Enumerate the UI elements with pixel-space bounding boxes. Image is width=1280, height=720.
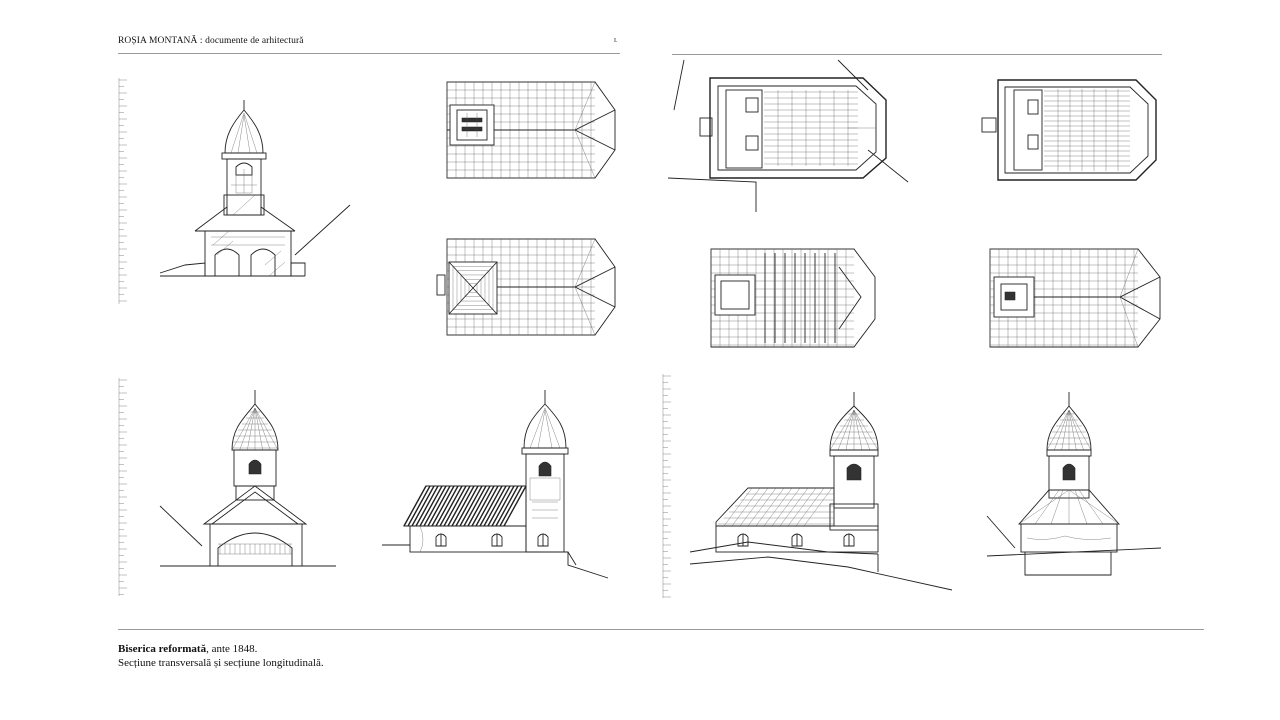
scale-bar-bottom-right [662,374,671,598]
transverse-elevation-drawing [159,390,336,567]
caption-description: Secțiune transversală și secțiune longit… [118,657,324,669]
roof-plan-drawing-3 [989,248,1161,348]
header-rule-left [118,53,620,54]
figure-caption: Biserica reformată, ante 1848. Secțiune … [118,642,324,670]
transverse-elevation-drawing-2 [986,392,1162,576]
caption-building-name: Biserica reformată [118,643,207,655]
roof-plan-drawing-2 [436,238,616,336]
header-rule-right [672,54,1162,55]
transverse-section-drawing [159,100,351,277]
floor-plan-drawing-1 [667,59,909,212]
scale-bar-top-left [118,78,127,304]
roof-plan-drawing-1 [446,81,616,179]
caption-date: , ante 1848. [206,643,258,655]
longitudinal-elevation-drawing [689,392,953,591]
page-number: I. [614,38,618,44]
caption-rule [118,629,1204,630]
scale-bar-bottom-left [118,378,127,596]
header-title: ROȘIA MONTANĂ : documente de arhitectură [118,36,304,46]
ceiling-plan-drawing [710,248,876,348]
longitudinal-section-drawing [382,390,609,579]
floor-plan-drawing-2 [981,79,1157,181]
